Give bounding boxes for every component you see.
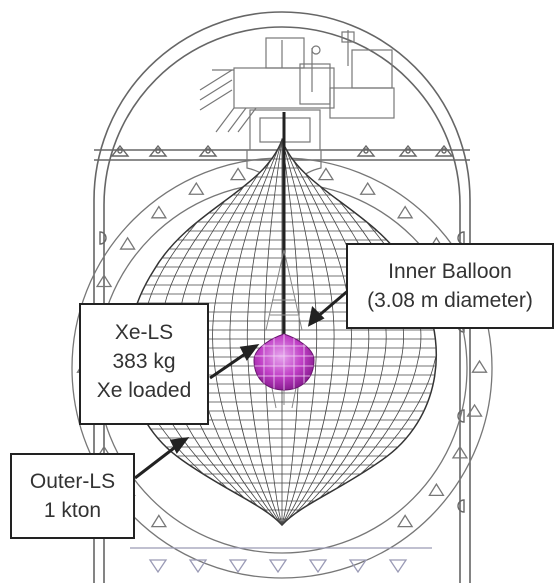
upper-supports	[110, 144, 454, 157]
outer-ls-title: Outer-LS	[29, 470, 116, 493]
ring-triangle	[396, 514, 414, 528]
xe-ls-label: Xe-LS 383 kg Xe loaded	[79, 303, 209, 425]
ring-triangle	[359, 181, 376, 195]
outer-ls-label: Outer-LS 1 kton	[10, 453, 135, 539]
arrow-head-xe-ls	[239, 344, 260, 361]
ring-triangle	[396, 205, 414, 219]
arrow-head-outer-ls	[169, 437, 190, 454]
ring-triangle	[188, 181, 205, 195]
xe-ls-title: Xe-LS	[114, 321, 174, 344]
ring-triangle	[150, 205, 168, 219]
ring-triangle	[150, 514, 168, 528]
ring-triangle	[451, 445, 469, 459]
ring-triangle	[229, 167, 247, 181]
inner-balloon-title: Inner Balloon	[388, 260, 512, 283]
xe-ls-note: Xe loaded	[96, 379, 192, 402]
inner-balloon-diameter: (3.08 m diameter)	[367, 289, 533, 312]
ring-triangle	[428, 482, 445, 496]
ring-triangle	[471, 359, 488, 373]
xe-ls-mass: 383 kg	[112, 350, 176, 373]
bottom-supports	[130, 547, 432, 574]
outer-ls-mass: 1 kton	[43, 499, 102, 522]
ring-triangle	[466, 403, 483, 417]
ring-triangle	[95, 274, 113, 288]
arrow-head-inner-balloon	[307, 305, 325, 327]
inner-balloon-label: Inner Balloon (3.08 m diameter)	[346, 243, 554, 329]
inner-balloon	[253, 333, 315, 391]
ring-triangle	[119, 236, 136, 250]
suspension-rope	[265, 112, 303, 409]
top-structure	[199, 30, 395, 181]
ring-triangle	[317, 167, 335, 181]
